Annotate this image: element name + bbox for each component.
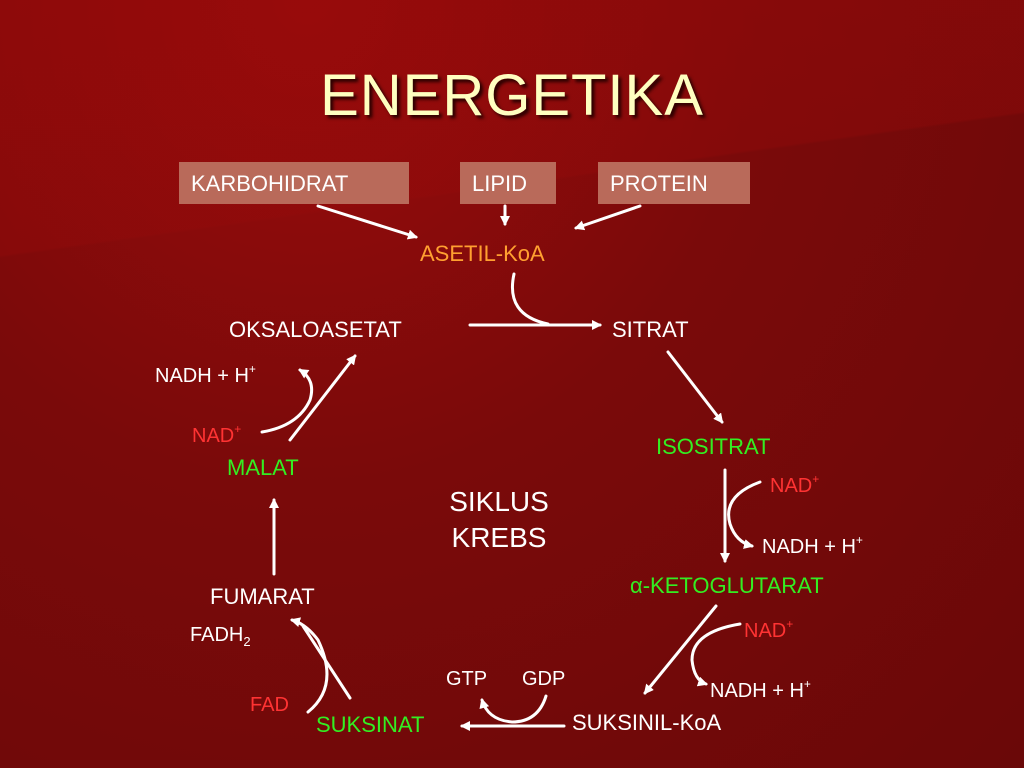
source-box-protein: PROTEIN (598, 162, 750, 204)
fad-label: FAD (250, 694, 289, 716)
center-label: SIKLUS KREBS (424, 484, 574, 556)
suksinat-label: SUKSINAT (316, 712, 425, 737)
gtp-label: GTP (446, 668, 488, 690)
gdp-label: GDP (522, 668, 566, 690)
nadh-malat-label: NADH + H+ (155, 362, 256, 387)
suksinil-koa-label: SUKSINIL-KoA (572, 710, 722, 735)
source-box-karbohidrat: KARBOHIDRAT (179, 162, 409, 204)
curve-nad-isositrat (727, 480, 762, 549)
arrow-protein-asetil (574, 204, 642, 231)
nad-malat-label: NAD+ (192, 422, 242, 447)
curve-nad-malat (260, 368, 314, 434)
nadh-isositrat-label: NADH + H+ (762, 533, 863, 558)
source-box-lipid: LIPID (460, 162, 556, 204)
nad-ketoglutarat-label: NAD+ (744, 617, 794, 642)
curve-nad-ketoglutarat (690, 622, 742, 687)
arrow-ketoglutarat-suksinil (643, 604, 718, 695)
ketoglutarat-label: α-KETOGLUTARAT (630, 573, 824, 598)
nadh-ketoglutarat-label: NADH + H+ (710, 677, 811, 702)
page-title: ENERGETIKA (320, 63, 704, 128)
asetil-koa-label: ASETIL-KoA (420, 241, 545, 266)
fadh2-label: FADH2 (190, 624, 251, 649)
curve-fad-fumarat (290, 617, 329, 714)
arrow-sitrat-isositrat (666, 350, 724, 424)
curve-gdp-gtp (479, 694, 548, 724)
center-line-2: KREBS (451, 522, 547, 553)
oksaloasetat-label: OKSALOASETAT (229, 317, 402, 342)
arrow-karbohidrat-asetil (316, 204, 418, 240)
nad-isositrat-label: NAD+ (770, 472, 820, 497)
sitrat-label: SITRAT (612, 317, 689, 342)
arrow-malat-oksaloasetat (288, 354, 357, 442)
center-line-1: SIKLUS (449, 486, 549, 517)
fumarat-label: FUMARAT (210, 584, 315, 609)
isositrat-label: ISOSITRAT (656, 434, 771, 459)
malat-label: MALAT (227, 455, 299, 480)
curve-asetil-entry (511, 272, 550, 326)
